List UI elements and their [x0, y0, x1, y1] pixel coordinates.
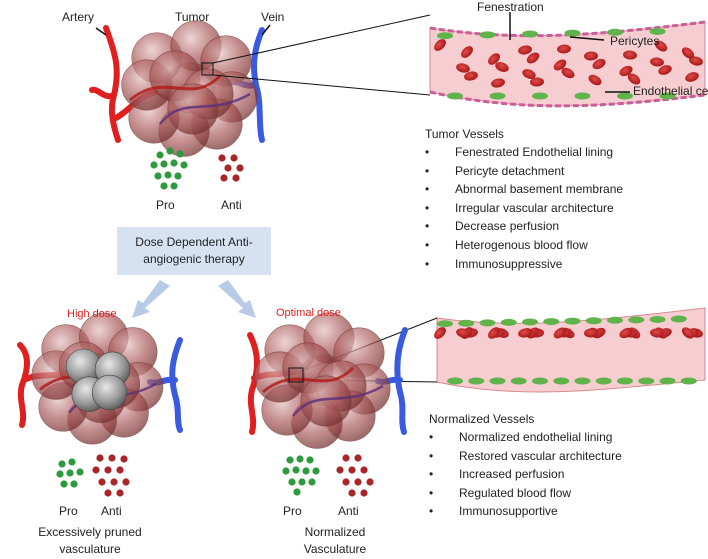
pro-factors-opt — [282, 455, 320, 496]
zoom-vessel-top — [429, 12, 706, 108]
list-item: Fenestrated Endothelial lining — [425, 143, 623, 162]
pro-factors-high — [56, 458, 84, 488]
high-dose-tumor-group — [17, 312, 183, 445]
endothelial-cells-label: Endothelial cells — [633, 84, 708, 98]
list-item: Normalized endothelial lining — [429, 428, 622, 447]
zoom-line-bottom — [212, 74, 431, 96]
zoom-line-top — [212, 14, 431, 64]
therapy-box-line2: angiogenic therapy — [143, 252, 245, 266]
pericytes-label: Pericytes — [610, 34, 660, 48]
normalized-vessels-title: Normalized Vessels — [429, 412, 535, 426]
list-item: Abnormal basement membrane — [425, 180, 623, 199]
vein-label: Vein — [261, 10, 285, 24]
therapy-box: Dose Dependent Anti- angiogenic therapy — [117, 227, 271, 275]
high-dose-caption-line2: vasculature — [59, 542, 121, 556]
optimal-dose-tumor-group — [247, 312, 408, 449]
tumor-vessels-title: Tumor Vessels — [425, 127, 504, 141]
normalized-vessels-list: Normalized endothelial lining Restored v… — [429, 428, 622, 521]
list-item: Pericyte detachment — [425, 162, 623, 181]
pro-factors-top — [150, 147, 188, 190]
list-item: Heterogenous blood flow — [425, 236, 623, 255]
top-tumor-group — [89, 14, 431, 157]
high-dose-label: High dose — [67, 308, 117, 320]
anti-label-opt: Anti — [338, 504, 359, 518]
therapy-box-line1: Dose Dependent Anti- — [135, 235, 253, 249]
list-item: Decrease perfusion — [425, 217, 623, 236]
anti-factors-high — [92, 454, 130, 497]
list-item: Immunosupportive — [429, 502, 622, 521]
optimal-dose-label: Optimal dose — [276, 307, 341, 319]
list-item: Restored vascular architecture — [429, 447, 622, 466]
high-dose-caption: Excessively pruned vasculature — [20, 524, 160, 558]
artery-pointer — [95, 27, 107, 36]
tumor-vessels-list: Fenestrated Endothelial lining Pericyte … — [425, 143, 623, 273]
anti-factors-top — [218, 154, 244, 182]
list-item: Immunosuppressive — [425, 255, 623, 274]
pro-label-top: Pro — [156, 198, 175, 212]
artery-label: Artery — [62, 10, 95, 24]
list-item: Irregular vascular architecture — [425, 199, 623, 218]
pro-label-high: Pro — [59, 504, 78, 518]
optimal-dose-caption-line2: Vasculature — [303, 542, 367, 556]
fenestration-label: Fenestration — [477, 0, 544, 14]
zoom-vessel-bottom — [304, 307, 706, 393]
high-dose-caption-line1: Excessively pruned — [38, 525, 142, 539]
anti-label-high: Anti — [101, 504, 122, 518]
pericytes-arrow — [569, 36, 605, 41]
optimal-dose-caption-line1: Normalized — [304, 525, 366, 539]
tumor-mass — [121, 20, 258, 157]
therapy-arrows — [132, 280, 256, 318]
pro-label-opt: Pro — [283, 504, 302, 518]
zoom-box — [201, 62, 214, 76]
list-item: Regulated blood flow — [429, 484, 622, 503]
anti-factors-opt — [336, 454, 374, 497]
anti-label-top: Anti — [221, 198, 242, 212]
tumor-label: Tumor — [175, 10, 210, 24]
list-item: Increased perfusion — [429, 465, 622, 484]
optimal-dose-caption: Normalized Vasculature — [280, 524, 390, 558]
vein-pointer — [261, 24, 271, 36]
